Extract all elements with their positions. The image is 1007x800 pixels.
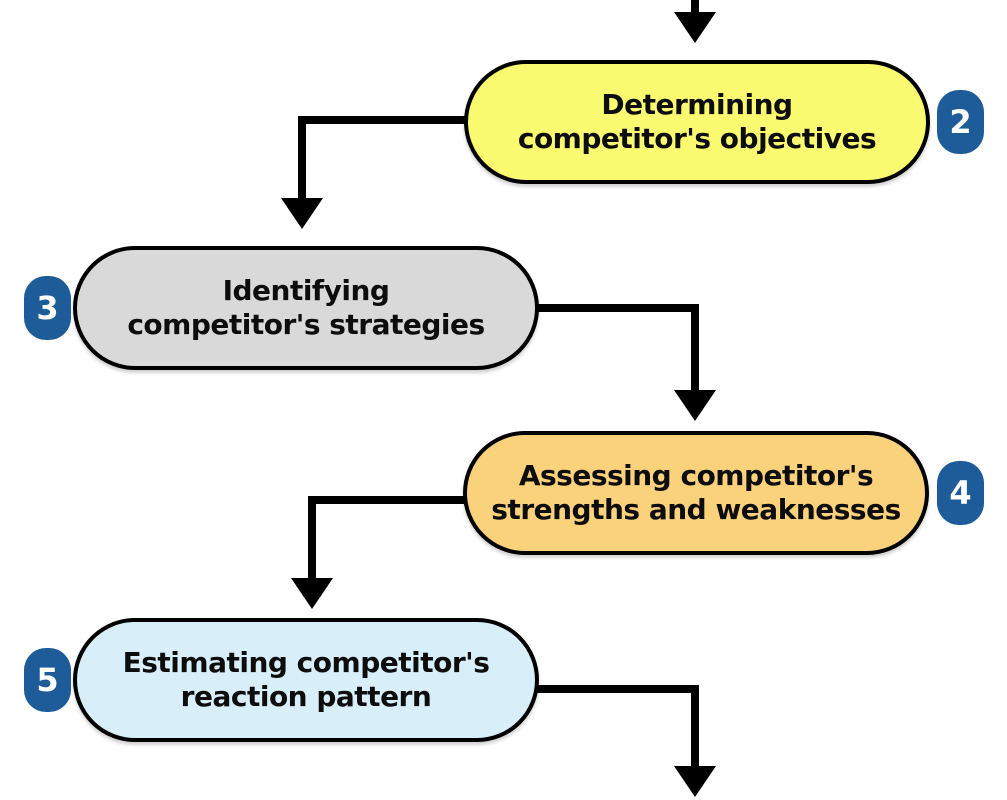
connector-incoming-line — [691, 0, 699, 14]
step-label-line: reaction pattern — [180, 680, 432, 713]
connector-3-4-arrowhead-icon — [674, 390, 716, 421]
step-node-identifying-strategies: Identifying competitor's strategies — [73, 246, 539, 370]
step-number: 2 — [949, 103, 972, 141]
connector-3-4-vline — [691, 304, 699, 392]
step-number-badge: 5 — [24, 648, 71, 712]
connector-4-5-vline — [308, 496, 316, 580]
connector-outgoing-hline — [536, 685, 699, 693]
connector-4-5-arrowhead-icon — [291, 578, 333, 609]
step-number: 5 — [36, 661, 59, 699]
step-number-badge: 3 — [24, 276, 71, 340]
connector-2-3-arrowhead-icon — [281, 198, 323, 229]
step-label-line: Identifying — [222, 274, 390, 308]
step-label-line: competitor's strategies — [127, 308, 485, 341]
step-label-line: Determining — [601, 88, 793, 122]
step-label-line: strengths and weaknesses — [491, 493, 901, 526]
connector-outgoing-vline — [691, 685, 699, 768]
step-label-line: Estimating competitor's — [122, 646, 490, 680]
connector-incoming-arrowhead-icon — [674, 12, 716, 43]
step-number: 3 — [36, 289, 59, 327]
connector-2-3-vline — [298, 116, 306, 200]
connector-3-4-hline — [536, 304, 699, 312]
step-label-line: Assessing competitor's — [518, 459, 874, 493]
connector-2-3-hline — [298, 116, 468, 124]
step-node-assessing-strengths-weaknesses: Assessing competitor's strengths and wea… — [463, 431, 929, 555]
connector-4-5-hline — [308, 496, 467, 504]
step-node-determining-objectives: Determining competitor's objectives — [464, 60, 930, 184]
connector-outgoing-arrowhead-icon — [674, 766, 716, 797]
step-number-badge: 2 — [937, 90, 984, 154]
step-node-estimating-reaction-pattern: Estimating competitor's reaction pattern — [73, 618, 539, 742]
step-label-line: competitor's objectives — [517, 122, 877, 155]
step-number: 4 — [949, 474, 972, 512]
step-number-badge: 4 — [937, 461, 984, 525]
